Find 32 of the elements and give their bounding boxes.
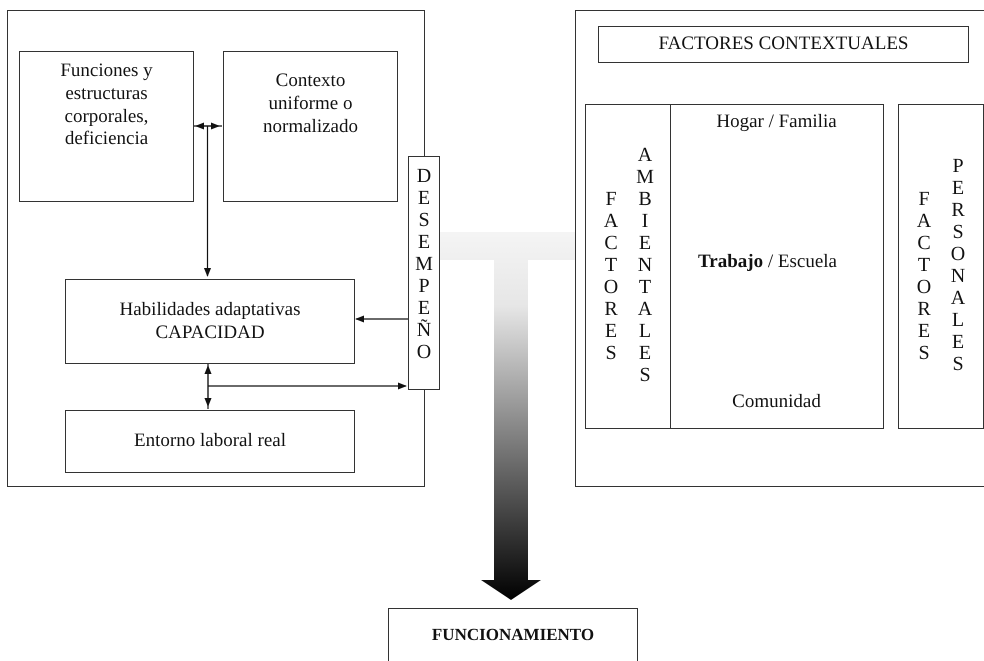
vertical-label: FACTORES: [916, 188, 932, 364]
concept-box: [65, 279, 355, 364]
setting-box: [670, 104, 884, 429]
box-label: Contexto uniforme o normalizado: [262, 70, 359, 138]
arrow: [207, 362, 407, 410]
box-label: FUNCIONAMIENTO: [430, 625, 596, 646]
box-label: Entorno laboral real: [133, 430, 287, 453]
vertical-label-box: [408, 156, 440, 390]
gradient-arrow: [440, 232, 575, 600]
box-label: Funciones y estructuras corporales, deficiencia: [59, 60, 154, 152]
vertical-label: PERSONALES: [950, 154, 966, 374]
vertical-label: FACTORES: [602, 188, 620, 364]
concept-box: [65, 410, 355, 473]
result-box: [388, 608, 638, 661]
concept-box: [19, 51, 194, 202]
concept-box: [223, 51, 398, 202]
box-label: CAPACIDAD: [154, 322, 266, 344]
factor-box: [898, 104, 984, 429]
setting-label: Trabajo / Escuela: [698, 251, 837, 274]
box-label: FACTORES CONTEXTUALES: [657, 33, 910, 56]
arrow: [195, 122, 220, 130]
heading-box: [598, 26, 969, 63]
setting-label: Comunidad: [732, 391, 821, 414]
vertical-label: AMBIENTALES: [636, 144, 654, 386]
arrow: [192, 125, 223, 277]
arrow: [204, 365, 212, 407]
factor-box: [585, 104, 671, 429]
panel-frame: [575, 10, 984, 487]
vertical-label: DESEMPEÑO: [415, 165, 433, 363]
arrow: [355, 315, 408, 323]
box-label: Habilidades adaptativas: [118, 298, 302, 322]
setting-label: Hogar / Familia: [716, 111, 837, 134]
